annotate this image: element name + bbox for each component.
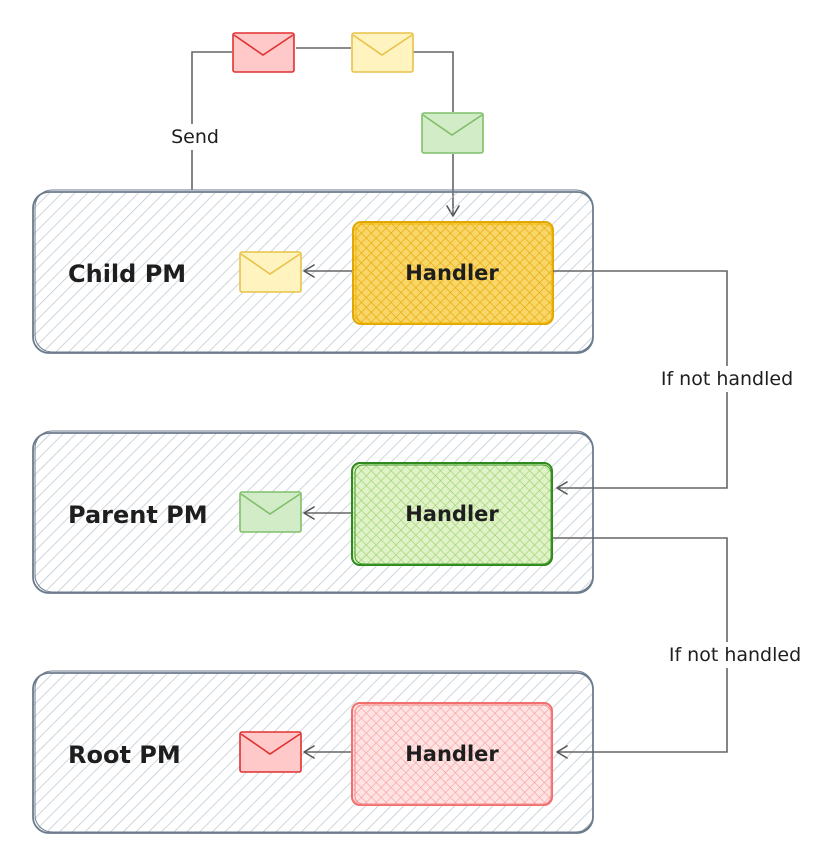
envelope-icon-red [232, 32, 295, 73]
send-label: Send [171, 126, 219, 148]
envelope-icon-green [421, 112, 484, 154]
parent-handler-label: Handler [405, 502, 499, 526]
envelope-icon-green [239, 491, 302, 533]
root-pm-label: Root PM [68, 741, 181, 769]
send-path [191, 47, 460, 217]
if-not-handled-1-bg [648, 366, 806, 392]
if-not-handled-2-bg [656, 642, 814, 668]
child-pm-label: Child PM [68, 260, 186, 288]
parent-handler-box[interactable] [351, 462, 553, 566]
root-handler-label: Handler [405, 742, 499, 766]
envelope-icon-yellow [351, 32, 414, 73]
if-not-handled-label-1: If not handled [661, 368, 793, 390]
child-handler-box[interactable] [352, 221, 554, 325]
if-not-handled-label-2: If not handled [669, 644, 801, 666]
root-handler-box[interactable] [351, 702, 553, 806]
envelope-icon-red [239, 731, 302, 773]
send-label-bg [166, 124, 224, 150]
child-handler-label: Handler [405, 261, 499, 285]
parent-pm-label: Parent PM [68, 501, 208, 529]
envelope-icon-yellow [239, 251, 302, 293]
